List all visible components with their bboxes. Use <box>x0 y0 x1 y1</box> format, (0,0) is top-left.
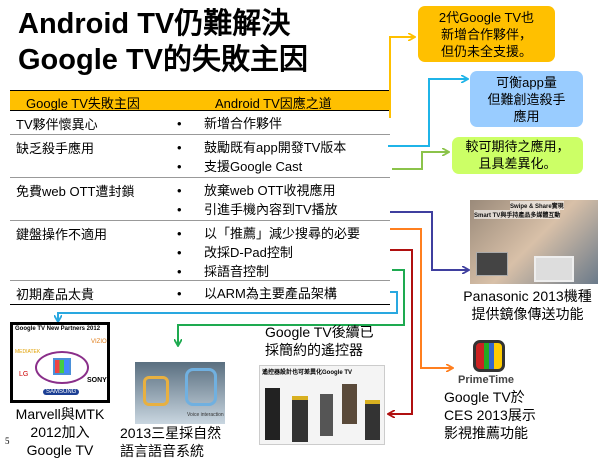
panasonic-image: Swipe & Share實現 Smart TV與手持產品多媒體互動 <box>470 200 598 284</box>
caption-line: 2013三星採自然 <box>120 425 222 441</box>
caption-line: Google TV於 <box>444 389 525 405</box>
cause-cell: 缺乏殺手應用 <box>16 141 95 156</box>
page-number: 5 <box>5 436 10 446</box>
arrow-blue <box>388 79 467 147</box>
caption-line: Google TV <box>26 442 94 458</box>
voice-label: Voice interaction <box>187 412 224 418</box>
banner-line: Swipe & Share實現 <box>510 201 564 210</box>
banner-line: Smart TV與手持產品多媒體互動 <box>474 210 561 219</box>
remote-5 <box>365 400 380 440</box>
logo-vizio: VIZIO <box>91 339 107 345</box>
remote-1 <box>265 388 280 440</box>
caption-line: CES 2013展示 <box>444 407 536 423</box>
callout-partners: 2代Google TV也新增合作夥伴， 但仍未全支援。 <box>418 6 555 62</box>
tablet-screen <box>534 256 574 282</box>
connector-arrows <box>0 0 600 450</box>
remotes-banner: 遙控器設計也可差異化Google TV <box>262 370 353 376</box>
primetime-icon <box>473 340 505 372</box>
response-item: 新增合作夥伴 <box>175 114 282 133</box>
partners-image: Google TV New Partners 2012 MEDIATEK VIZ… <box>10 322 110 403</box>
response-item: 支援Google Cast <box>175 157 346 176</box>
partners-title: Google TV New Partners 2012 <box>15 326 101 332</box>
remote-4 <box>342 384 357 424</box>
response-item: 改採D-Pad控制 <box>175 243 360 262</box>
caption-line: 影視推薦功能 <box>444 425 528 441</box>
cause-cell: 鍵盤操作不適用 <box>16 227 108 242</box>
table-row: 缺乏殺手應用 鼓勵既有app開發TV版本支援Google Cast <box>10 135 390 178</box>
title-line-2: Google TV的失敗主因 <box>18 44 309 76</box>
callout-cast: 較可期待之應用， 且具差異化。 <box>452 137 583 174</box>
header-cause: Google TV失敗主因 <box>26 96 140 111</box>
samsung-caption: 2013三星採自然語言語音系統 <box>120 424 221 460</box>
cause-cell: 初期產品太貴 <box>16 287 95 302</box>
google-tv-icon <box>53 358 71 375</box>
logo-sony: SONY <box>87 377 107 384</box>
callout-line: 且具差異化。 <box>478 156 557 171</box>
table-row: 免費web OTT遭封鎖 放棄web OTT收視應用引進手機內容到TV播放 <box>10 178 390 221</box>
slide-title: Android TV仍難解決 Google TV的失敗主因 <box>18 6 308 78</box>
table-row: 初期產品太貴 以ARM為主要產品架構 <box>10 281 390 305</box>
callout-line: 新增合作夥伴， <box>440 27 532 42</box>
callout-apps: 可衡app量但難創造殺手應用 <box>470 71 583 127</box>
partners-caption: Marvell與MTK 2012加入 Google TV <box>10 405 110 459</box>
panasonic-caption: Panasonic 2013機種提供鏡像傳送功能 <box>455 287 600 323</box>
heading-line: 採簡約的遙控器 <box>265 342 363 358</box>
callout-line: 但仍未全支援。 <box>440 44 532 59</box>
callout-line: 應用 <box>513 109 540 124</box>
response-item: 鼓勵既有app開發TV版本 <box>175 138 346 157</box>
arrow-purple <box>390 211 468 270</box>
primetime-caption: Google TV於 CES 2013展示影視推薦功能 <box>444 388 536 442</box>
callout-line: 2代Google TV也 <box>438 10 535 25</box>
gesture-icon <box>143 376 169 406</box>
arrow-red <box>389 249 413 414</box>
heading-line: Google TV後續已 <box>265 324 374 340</box>
highlight-circle <box>35 351 89 384</box>
table-header: Google TV失敗主因 Android TV因應之道 <box>10 90 390 111</box>
arrow-orange-primetime <box>390 228 452 368</box>
response-item: 採語音控制 <box>175 262 360 281</box>
response-item: 以「推薦」減少搜尋的必要 <box>175 224 360 243</box>
table-row: TV夥伴懷異心 新增合作夥伴 <box>10 111 390 135</box>
response-item: 以ARM為主要產品架構 <box>175 284 337 303</box>
tablet <box>476 252 508 276</box>
arrow-blue-arm <box>58 291 398 321</box>
primetime-logo: PrimeTime <box>458 374 515 386</box>
arrow-orange <box>389 37 414 118</box>
header-response: Android TV因應之道 <box>215 96 332 111</box>
arrow-green-voice <box>178 269 405 345</box>
caption-line: 語言語音系統 <box>120 443 204 459</box>
table-row: 鍵盤操作不適用 以「推薦」減少搜尋的必要改採D-Pad控制採語音控制 <box>10 221 390 281</box>
remotes-image: 遙控器設計也可差異化Google TV <box>259 365 385 445</box>
caption-line: Marvell與MTK <box>15 406 105 422</box>
caption-line: 2012加入 <box>30 424 90 440</box>
remote-3 <box>320 394 333 436</box>
caption-line: Panasonic 2013機種 <box>463 288 592 304</box>
remote-2 <box>292 396 308 442</box>
callout-line: 較可期待之應用， <box>465 139 570 154</box>
callout-line: 但難創造殺手 <box>487 92 566 107</box>
logo-samsung: SAMSUNG <box>43 389 80 395</box>
cause-cell: 免費web OTT遭封鎖 <box>16 184 135 199</box>
caption-line: 提供鏡像傳送功能 <box>471 306 584 322</box>
cause-cell: TV夥伴懷異心 <box>16 117 98 132</box>
title-line-1: Android TV仍難解決 <box>18 8 291 40</box>
samsung-voice-image: Voice interaction <box>135 362 225 424</box>
callout-line: 可衡app量 <box>496 75 557 90</box>
response-item: 引進手機內容到TV播放 <box>175 200 338 219</box>
logo-mediatek: MEDIATEK <box>15 349 41 355</box>
response-item: 放棄web OTT收視應用 <box>175 181 338 200</box>
remotes-heading: Google TV後續已採簡約的遙控器 <box>265 323 374 359</box>
logo-lg: LG <box>19 371 29 378</box>
arrow-green <box>392 152 448 170</box>
microphone-icon <box>185 368 217 406</box>
